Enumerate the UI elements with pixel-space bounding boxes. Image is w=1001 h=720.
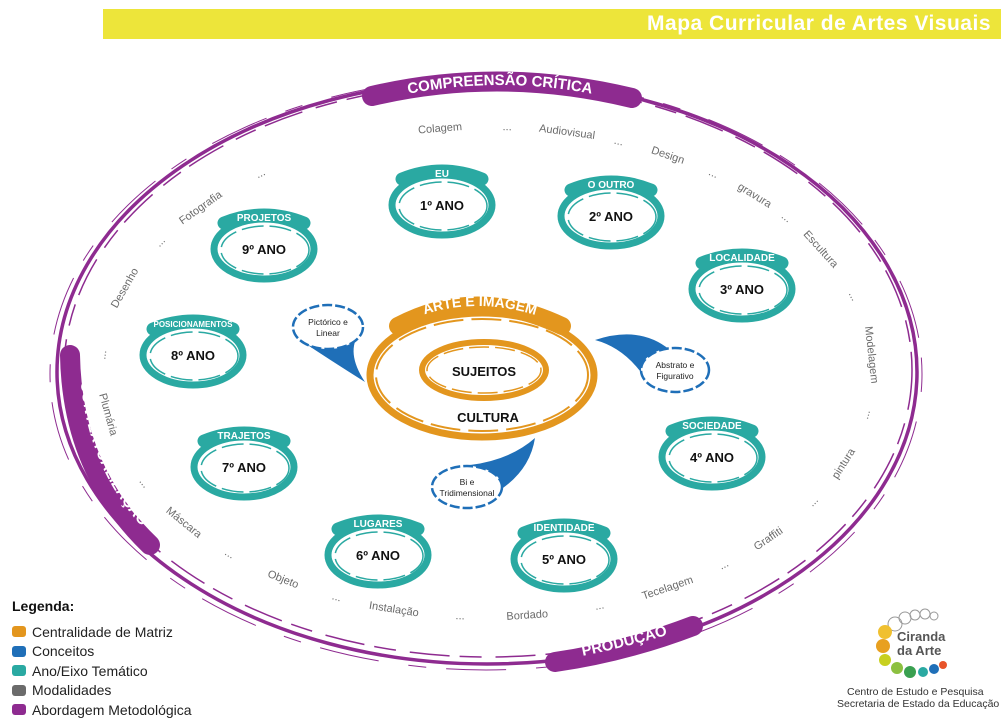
year-ring-6: LUGARES 6º ANO <box>324 514 432 589</box>
year-theme-label: LUGARES <box>354 519 403 530</box>
legend-item-centralidade: Centralidade de Matriz <box>12 622 192 642</box>
concept-label: Linear <box>316 328 340 338</box>
concept-label: Tridimensional <box>440 488 495 498</box>
year-label: 8º ANO <box>171 348 215 363</box>
center-inner-label: SUJEITOS <box>452 364 516 379</box>
legend: Legenda: Centralidade de Matriz Conceito… <box>12 598 192 720</box>
modality-separator: ... <box>613 135 625 149</box>
modality-separator: ... <box>846 289 861 303</box>
legend-item-abordagem: Abordagem Metodológica <box>12 700 192 720</box>
title-bar: Mapa Curricular de Artes Visuais <box>103 9 1001 39</box>
modality-separator: ... <box>717 558 731 573</box>
modality-separator: ... <box>455 610 465 622</box>
legend-label: Conceitos <box>32 643 95 660</box>
modality-separator: ... <box>331 590 343 604</box>
legend-label: Ano/Eixo Temático <box>32 662 148 679</box>
legend-title: Legenda: <box>12 598 75 614</box>
modality-separator: ... <box>136 476 151 491</box>
legend-swatch <box>12 704 26 716</box>
year-label: 4º ANO <box>690 450 734 465</box>
year-theme-label: SOCIEDADE <box>682 421 742 432</box>
modality-label: Instalação <box>368 600 419 620</box>
modality-separator: ... <box>707 166 720 181</box>
modality-label: Colagem <box>418 121 463 136</box>
concept-picturesque: Pictórico e Linear <box>291 303 365 382</box>
legend-swatch <box>12 645 26 657</box>
year-label: 3º ANO <box>720 282 764 297</box>
logo-subtitle: Secretaria de Estado da Educação <box>837 698 1000 710</box>
concept-label: Figurativo <box>656 371 694 381</box>
ciranda-logo: Ciranda da Arte Centro de Estudo e Pesqu… <box>837 608 999 710</box>
modality-label: Graffiti <box>752 525 785 553</box>
year-ring-9: PROJETOS 9º ANO <box>210 208 318 283</box>
logo-subtitle: Centro de Estudo e Pesquisa <box>847 686 984 698</box>
modality-separator: ... <box>502 121 512 133</box>
concept-label: Pictórico e <box>308 317 348 327</box>
year-label: 7º ANO <box>222 460 266 475</box>
modality-separator: ... <box>254 166 267 181</box>
year-label: 5º ANO <box>542 552 586 567</box>
year-label: 6º ANO <box>356 548 400 563</box>
year-ring-7: TRAJETOS 7º ANO <box>190 426 298 501</box>
concept-bidimensional: Bi e Tridimensional <box>430 438 535 510</box>
concept-label: Abstrato e <box>656 360 695 370</box>
modality-label: Audiovisual <box>538 123 595 142</box>
year-ring-1: EU 1º ANO <box>388 164 496 239</box>
concept-abstract: Abstrato e Figurativo <box>595 334 711 394</box>
modality-label: Objeto <box>266 568 301 591</box>
legend-swatch <box>12 684 26 696</box>
legend-item-modalidades: Modalidades <box>12 681 192 701</box>
year-theme-label: LOCALIDADE <box>709 253 775 264</box>
modality-separator: ... <box>222 546 236 561</box>
modality-label: gravura <box>735 181 774 211</box>
modality-label: Desenho <box>109 266 141 310</box>
modality-label: Modelagem <box>862 326 880 384</box>
modality-separator: ... <box>859 409 873 421</box>
year-theme-label: O OUTRO <box>588 180 635 191</box>
center-matrix: ARTE E IMAGEM SUJEITOS CULTURA <box>366 293 598 441</box>
logo-name: Ciranda da Arte <box>897 629 946 658</box>
legend-swatch <box>12 665 26 677</box>
modality-label: Bordado <box>506 608 548 623</box>
modality-separator: ... <box>806 494 821 509</box>
legend-swatch <box>12 626 26 638</box>
year-label: 2º ANO <box>589 209 633 224</box>
page-title: Mapa Curricular de Artes Visuais <box>647 12 991 35</box>
year-rings: EU 1º ANO O OUTRO 2º ANO LOCALIDADE 3º ANO SOC… <box>139 164 796 593</box>
year-theme-label: IDENTIDADE <box>533 523 594 534</box>
year-ring-8: POSICIONAMENTOS 8º ANO <box>139 314 247 389</box>
logo-circles-icon <box>876 608 947 678</box>
methodology-ring <box>49 71 923 672</box>
year-label: 9º ANO <box>242 242 286 257</box>
year-theme-label: TRAJETOS <box>217 431 270 442</box>
year-theme-label: POSICIONAMENTOS <box>154 320 234 329</box>
year-theme-label: PROJETOS <box>237 213 292 224</box>
modality-separator: ... <box>779 210 794 225</box>
modality-separator: ... <box>153 235 168 250</box>
modality-separator: ... <box>594 599 605 613</box>
modality-label: Máscara <box>164 505 205 542</box>
legend-item-conceitos: Conceitos <box>12 642 192 662</box>
legend-item-ano: Ano/Eixo Temático <box>12 661 192 681</box>
legend-label: Centralidade de Matriz <box>32 623 173 640</box>
year-ring-5: IDENTIDADE 5º ANO <box>510 518 618 593</box>
year-ring-4: SOCIEDADE 4º ANO <box>658 416 766 491</box>
modality-label: pintura <box>830 446 859 482</box>
year-label: 1º ANO <box>420 198 464 213</box>
modality-label: Escultura <box>801 228 841 271</box>
concept-label: Bi e <box>460 477 475 487</box>
modality-label: Tecelagem <box>641 574 695 602</box>
legend-label: Modalidades <box>32 682 112 699</box>
year-theme-label: EU <box>435 169 449 180</box>
year-ring-3: LOCALIDADE 3º ANO <box>688 248 796 323</box>
modality-label: Design <box>650 144 686 166</box>
center-outer-label: CULTURA <box>457 410 519 425</box>
legend-label: Abordagem Metodológica <box>32 701 192 718</box>
modality-separator: ... <box>96 350 109 360</box>
year-ring-2: O OUTRO 2º ANO <box>557 175 665 250</box>
